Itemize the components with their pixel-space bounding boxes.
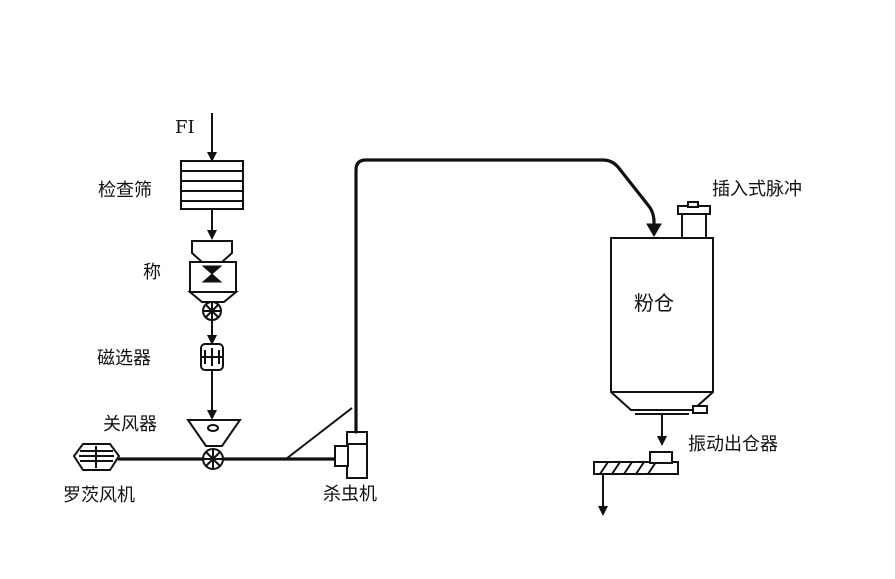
scale-rotor-icon [202, 301, 222, 321]
magnetic-separator-label: 磁选器 [97, 348, 151, 369]
fi-label: FI [175, 117, 195, 138]
airlock-label: 关风器 [103, 414, 157, 435]
pneumatic-lift-pipe [354, 158, 656, 434]
roots-blower-label: 罗茨风机 [63, 485, 135, 506]
flour-bin [610, 237, 714, 415]
support-bracket [285, 407, 353, 460]
insect-killer [334, 431, 368, 479]
airlock-rotor-icon [202, 448, 224, 470]
inspection-sieve-label: 检查筛 [98, 180, 152, 201]
screw-conveyor [593, 451, 679, 475]
insect-killer-label: 杀虫机 [323, 484, 377, 505]
inspection-sieve [180, 160, 244, 210]
pipe-arrowhead [646, 223, 662, 237]
roots-blower [72, 443, 121, 471]
fan-icon [79, 446, 114, 468]
pulse-filter-label: 插入式脉冲 [712, 179, 802, 200]
flour-bin-label: 粉仓 [634, 291, 674, 315]
pulse-filter [677, 201, 711, 239]
vibrating-discharger-label: 振动出仓器 [688, 434, 778, 455]
magnetic-separator [200, 343, 224, 371]
scale [187, 240, 239, 321]
airlock [186, 419, 242, 470]
scale-label: 称 [143, 262, 161, 283]
